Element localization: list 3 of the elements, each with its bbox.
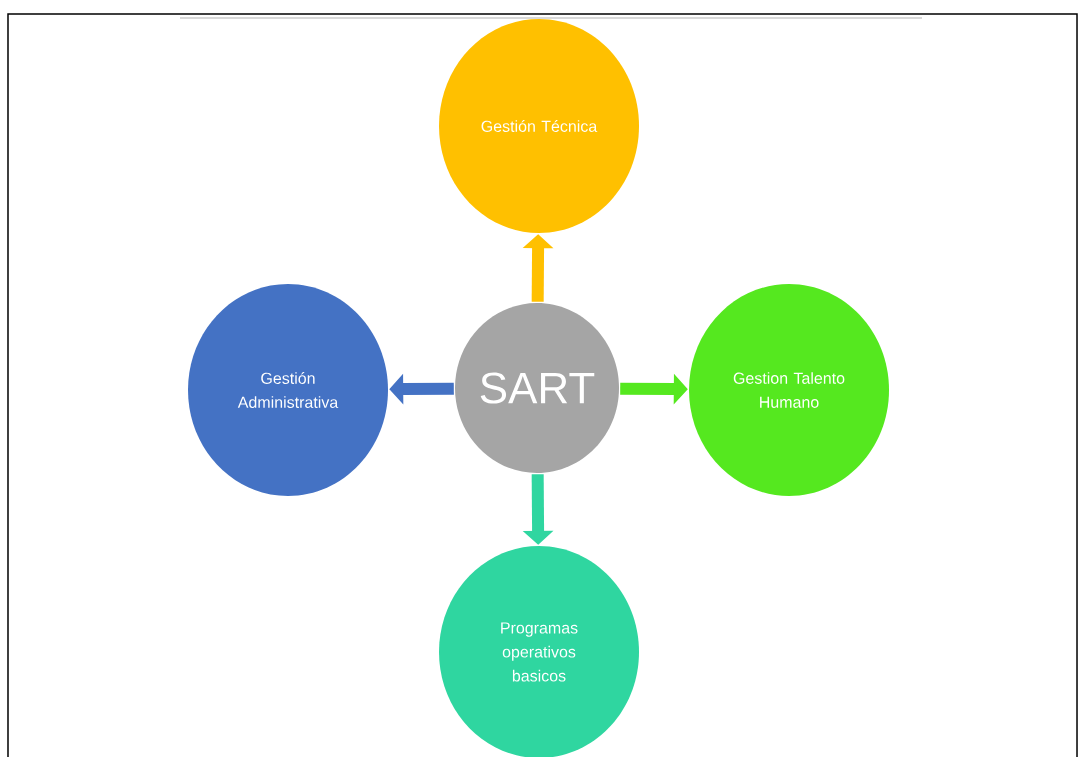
circle-node: Gestión Administrativa [188, 284, 388, 496]
circle-node: Gestion Talento Humano [689, 284, 889, 496]
circle-node: Gestión Técnica [439, 19, 639, 233]
